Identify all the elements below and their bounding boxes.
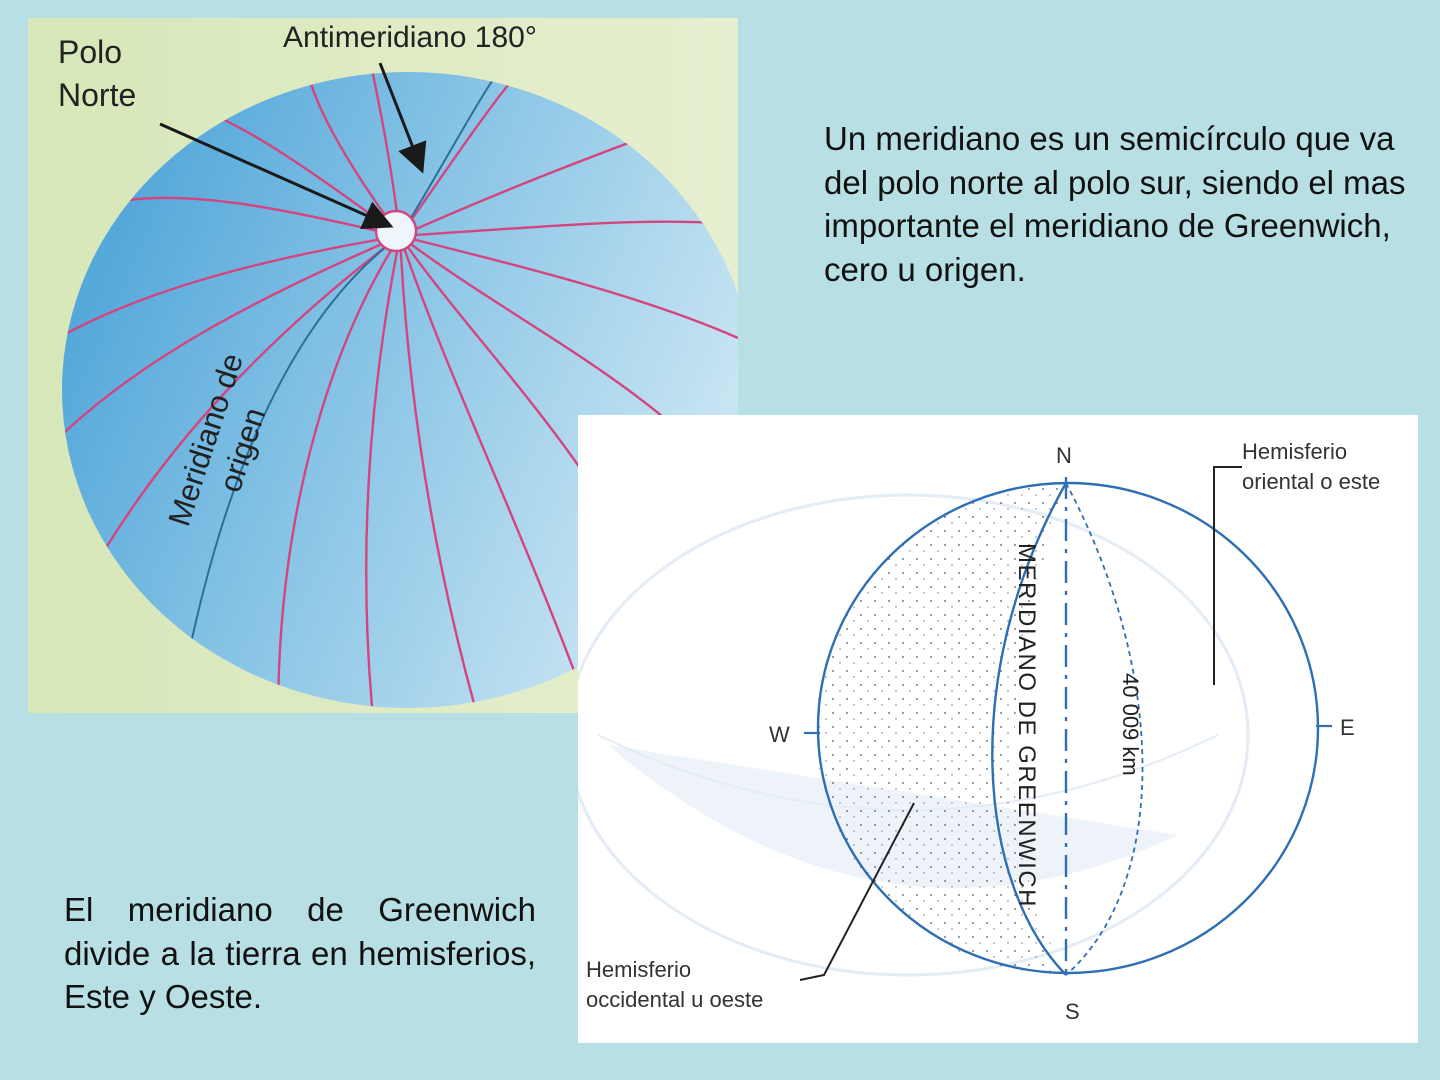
circumference-label: 40 009 km: [1118, 673, 1143, 776]
western-hemisphere-label-line1: Hemisferio: [586, 957, 691, 982]
greenwich-meridian-back: [1065, 482, 1144, 976]
origin-meridian-line: [177, 235, 401, 708]
north-pole-circle: [374, 209, 418, 253]
south-label: S: [1065, 999, 1080, 1024]
meridian-lines: [62, 72, 739, 708]
greenwich-meridian-front: [991, 482, 1068, 976]
eastern-hemisphere-label-line2: oriental o este: [1242, 469, 1380, 494]
north-pole-arrow: [159, 122, 394, 229]
hemisphere-svg: N S W E Hemisferio oriental o este Hemis…: [566, 415, 1418, 1043]
antimeridian-label: Antimeridiano 180°: [283, 21, 537, 54]
eastern-hemisphere-label-line1: Hemisferio: [1242, 439, 1347, 464]
greenwich-division-text: El meridiano de Greenwich divide a la ti…: [64, 891, 536, 1015]
north-label: N: [1056, 443, 1072, 468]
east-label: E: [1340, 715, 1355, 740]
eastern-hemisphere-leader: [1213, 466, 1242, 685]
antimeridian-arrow: [378, 62, 427, 174]
west-label: W: [769, 722, 790, 747]
western-hemisphere-label-line2: occidental u oeste: [586, 987, 763, 1012]
north-pole-label-line1: Polo: [58, 34, 122, 70]
meridian-definition-text: Un meridiano es un semicírculo que va de…: [824, 120, 1406, 288]
greenwich-meridian-label: MERIDIANO DE GREENWICH: [1013, 543, 1040, 908]
north-pole-label-line2: Norte: [58, 77, 136, 113]
western-hemisphere-leader: [799, 802, 915, 981]
hemisphere-diagram: N S W E Hemisferio oriental o este Hemis…: [566, 415, 1418, 1043]
